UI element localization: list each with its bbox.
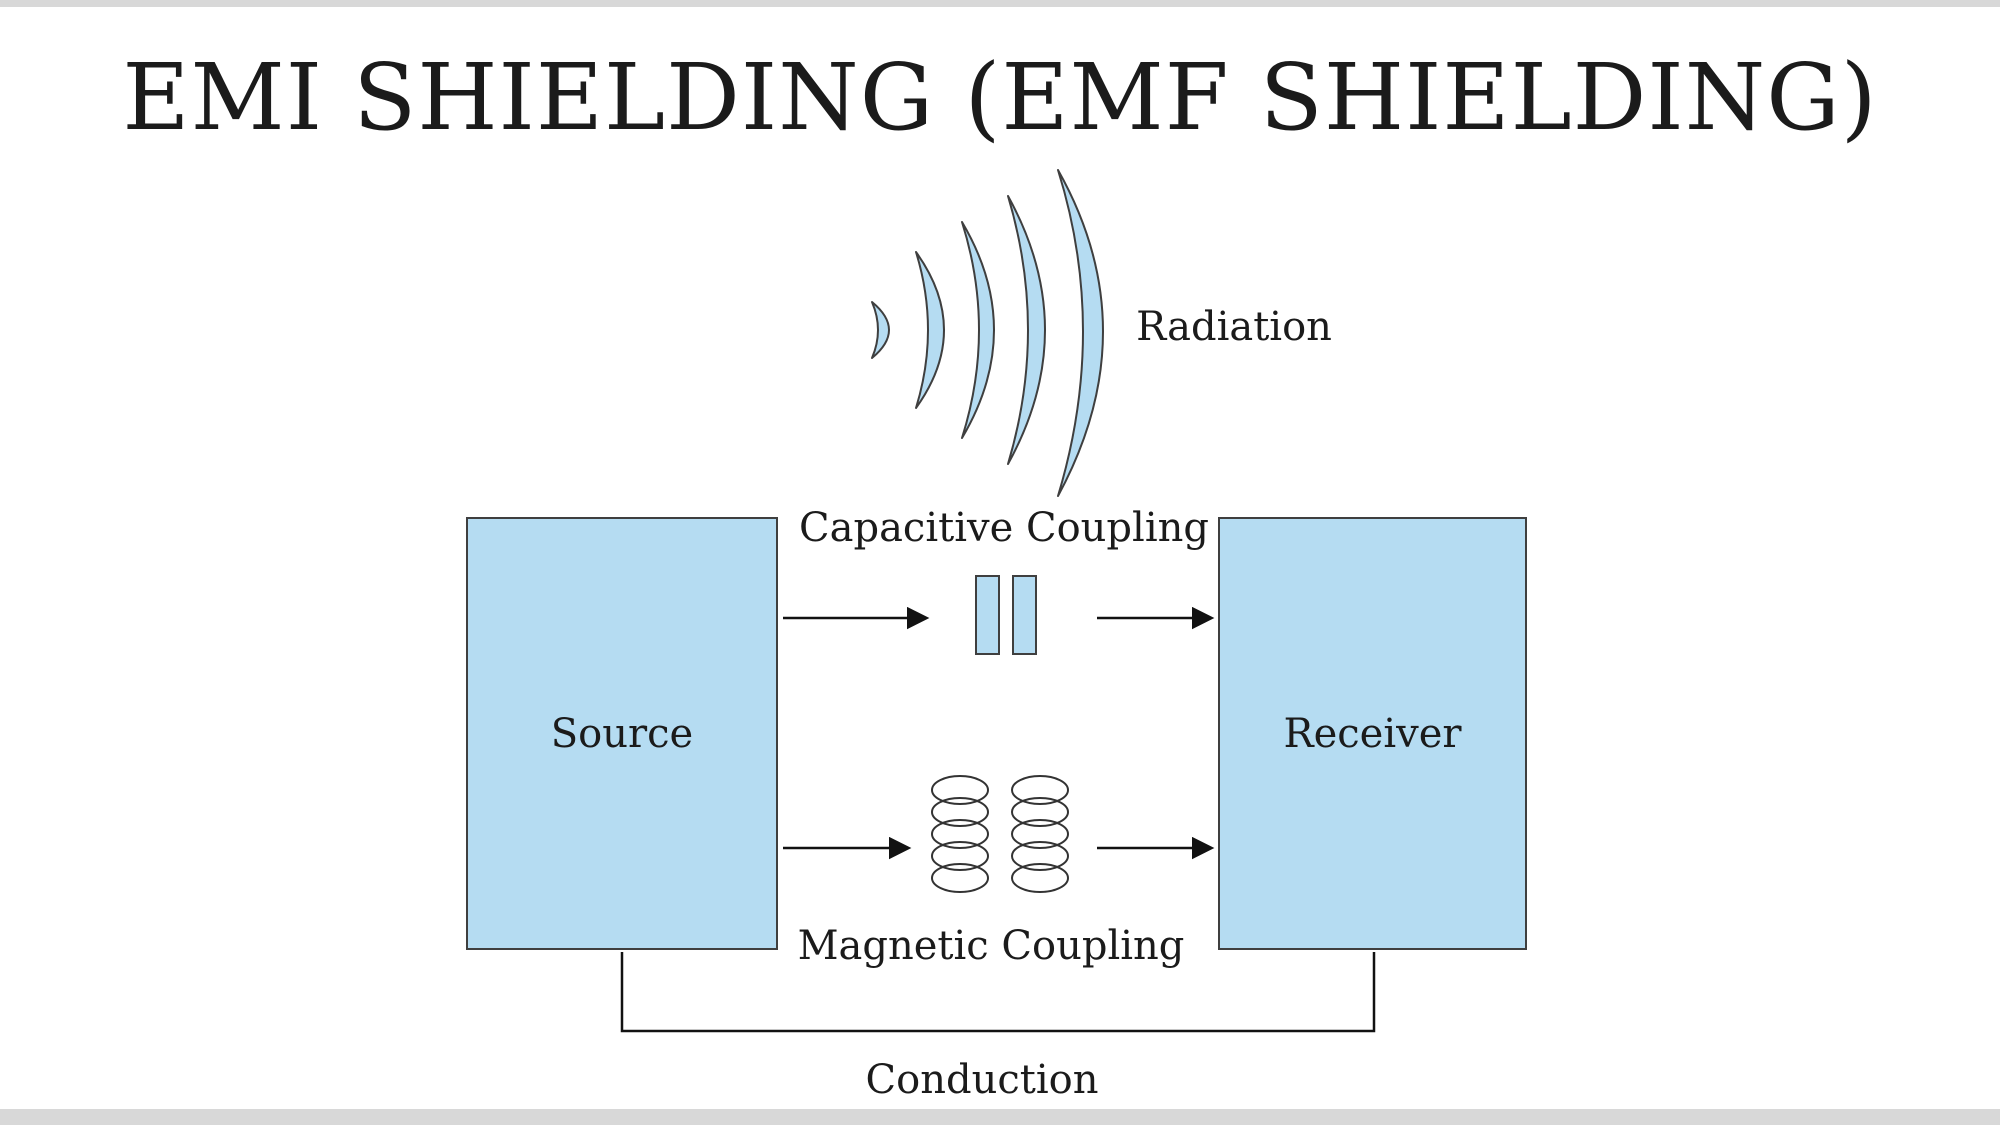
radiation-label: Radiation	[1136, 304, 1332, 350]
receiver-label: Receiver	[1283, 710, 1462, 757]
coil-left	[931, 775, 989, 893]
transformer-coils-icon	[931, 775, 1069, 893]
radiation-wave-1	[871, 301, 890, 359]
capacitor-icon	[975, 575, 1037, 655]
conduction-line	[620, 952, 1376, 1033]
bottom-edge-strip	[0, 1109, 2000, 1125]
radiation-waves-icon	[871, 169, 1104, 497]
radiation-wave-4	[1007, 195, 1046, 465]
source-box: Source	[466, 517, 778, 950]
receiver-box: Receiver	[1218, 517, 1527, 950]
radiation-wave-2	[915, 251, 945, 409]
radiation-wave-5	[1057, 169, 1104, 497]
capacitor-plate-right	[1012, 575, 1037, 655]
radiation-wave-3	[961, 221, 995, 439]
capacitor-plate-left	[975, 575, 1000, 655]
magnetic-coupling-label: Magnetic Coupling	[797, 923, 1185, 969]
source-label: Source	[550, 710, 694, 757]
top-edge-strip	[0, 0, 2000, 7]
capacitive-coupling-label: Capacitive Coupling	[799, 505, 1209, 551]
page-title: EMI SHIELDING (EMF SHIELDING)	[122, 44, 1878, 151]
conduction-label: Conduction	[865, 1057, 1099, 1103]
coil-right	[1011, 775, 1069, 893]
